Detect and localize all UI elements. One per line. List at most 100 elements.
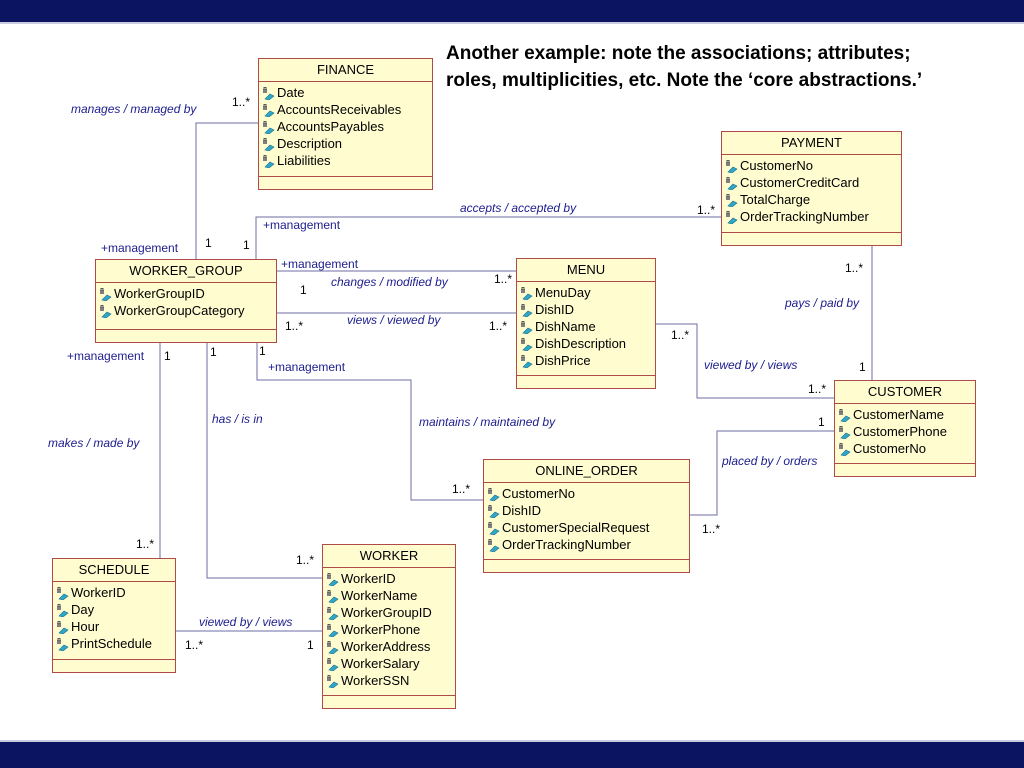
class-name: SCHEDULE xyxy=(53,559,175,582)
multiplicity: 1..* xyxy=(285,319,304,333)
attribute-icon xyxy=(488,504,500,518)
attribute-label: CustomerName xyxy=(853,407,945,422)
multiplicity: 1..* xyxy=(671,328,690,342)
role-management: +management xyxy=(101,241,179,255)
assoc-label-makes: makes / made by xyxy=(48,436,140,450)
line-manages xyxy=(195,122,258,259)
multiplicity: 1..* xyxy=(702,522,721,536)
attribute: AccountsReceivables xyxy=(261,101,432,118)
multiplicity: 1 xyxy=(164,349,171,363)
attribute-icon xyxy=(521,354,533,368)
payment-class[interactable]: PAYMENT CustomerNo CustomerCreditCard To… xyxy=(721,131,902,246)
attribute: OrderTrackingNumber xyxy=(486,536,689,553)
multiplicity: 1 xyxy=(300,283,307,297)
role-management: +management xyxy=(263,218,341,232)
multiplicity: 1 xyxy=(243,238,250,252)
attribute-label: WorkerGroupCategory xyxy=(114,303,245,318)
class-name: CUSTOMER xyxy=(835,381,975,404)
attribute-label: CustomerNo xyxy=(502,486,575,501)
finance-class[interactable]: FINANCE Date AccountsReceivables Account… xyxy=(258,58,433,190)
worker-class[interactable]: WORKER WorkerID WorkerName WorkerGroupID… xyxy=(322,544,456,709)
attribute: AccountsPayables xyxy=(261,118,432,135)
attribute-icon xyxy=(726,193,738,207)
multiplicity: 1..* xyxy=(697,203,716,217)
class-name: FINANCE xyxy=(259,59,432,82)
multiplicity: 1 xyxy=(210,345,217,359)
role-management: +management xyxy=(67,349,145,363)
attribute: DishDescription xyxy=(519,335,655,352)
attribute-label: CustomerCreditCard xyxy=(740,175,860,190)
menu-class[interactable]: MENU MenuDay DishID DishName DishDescrip… xyxy=(516,258,656,389)
assoc-label-changes: changes / modified by xyxy=(331,275,448,289)
class-name: ONLINE_ORDER xyxy=(484,460,689,483)
attribute-label: DishDescription xyxy=(535,336,627,351)
attribute-icon xyxy=(57,603,69,617)
multiplicity: 1 xyxy=(259,344,266,358)
assoc-label-accepts: accepts / accepted by xyxy=(460,201,577,215)
attribute: DishID xyxy=(486,502,689,519)
schedule-class[interactable]: SCHEDULE WorkerID Day Hour PrintSchedule xyxy=(52,558,176,673)
attribute-label: CustomerNo xyxy=(853,441,926,456)
attribute-icon xyxy=(57,637,69,651)
class-name: MENU xyxy=(517,259,655,282)
attribute-icon xyxy=(726,176,738,190)
multiplicity: 1..* xyxy=(845,261,864,275)
slide-title-line-1: Another example: note the associations; … xyxy=(446,43,911,64)
multiplicity: 1 xyxy=(818,415,825,429)
attribute: Day xyxy=(55,601,175,618)
attribute-icon xyxy=(521,286,533,300)
customer-class[interactable]: CUSTOMER CustomerName CustomerPhone Cust… xyxy=(834,380,976,477)
operations-compartment xyxy=(835,463,975,464)
attribute-label: Description xyxy=(277,136,343,151)
operations-compartment xyxy=(722,232,901,233)
operations-compartment xyxy=(259,176,432,177)
multiplicity: 1 xyxy=(307,638,314,652)
operations-compartment xyxy=(323,695,455,696)
line-viewed-menu xyxy=(656,323,834,399)
attribute-icon xyxy=(521,303,533,317)
attribute-icon xyxy=(100,287,112,301)
attribute: WorkerGroupCategory xyxy=(98,302,276,319)
attribute-icon xyxy=(488,538,500,552)
online-order-class[interactable]: ONLINE_ORDER CustomerNo DishID CustomerS… xyxy=(483,459,690,573)
assoc-label-has: has / is in xyxy=(212,412,263,426)
line-has xyxy=(206,343,322,579)
assoc-label-viewed-schedule: viewed by / views xyxy=(199,615,293,629)
attribute-label: AccountsPayables xyxy=(277,119,384,134)
attribute-icon xyxy=(100,304,112,318)
attribute-label: Date xyxy=(277,85,305,100)
assoc-label-views: views / viewed by xyxy=(347,313,441,327)
bottom-band-rule xyxy=(0,740,1024,742)
class-name: WORKER_GROUP xyxy=(96,260,276,283)
attribute: WorkerGroupID xyxy=(98,285,276,302)
attribute-label: CustomerSpecialRequest xyxy=(502,520,650,535)
attribute-icon xyxy=(57,620,69,634)
attribute-label: OrderTrackingNumber xyxy=(740,209,869,224)
line-placed xyxy=(689,430,834,516)
attribute-icon xyxy=(488,521,500,535)
operations-compartment xyxy=(484,559,689,560)
attribute-icon xyxy=(263,103,275,117)
assoc-label-manages: manages / managed by xyxy=(71,102,197,116)
attribute: CustomerNo xyxy=(486,485,689,502)
worker-group-class[interactable]: WORKER_GROUP WorkerGroupID WorkerGroupCa… xyxy=(95,259,277,343)
attribute: WorkerID xyxy=(55,584,175,601)
attribute: CustomerNo xyxy=(724,157,901,174)
attribute-label: WorkerGroupID xyxy=(114,286,205,301)
bottom-band xyxy=(0,742,1024,768)
multiplicity: 1..* xyxy=(136,537,155,551)
attribute: DishPrice xyxy=(519,352,655,369)
attribute-label: WorkerPhone xyxy=(341,622,421,637)
attribute: CustomerPhone xyxy=(837,423,975,440)
attribute-label: DishID xyxy=(535,302,575,317)
attribute: WorkerGroupID xyxy=(325,604,455,621)
attribute-icon xyxy=(263,120,275,134)
class-name: PAYMENT xyxy=(722,132,901,155)
attribute-label: MenuDay xyxy=(535,285,591,300)
attribute-label: Day xyxy=(71,602,95,617)
attribute-label: WorkerAddress xyxy=(341,639,431,654)
attribute-label: DishPrice xyxy=(535,353,591,368)
attribute-label: TotalCharge xyxy=(740,192,811,207)
slide-title: Another example: note the associations; … xyxy=(446,40,1024,94)
